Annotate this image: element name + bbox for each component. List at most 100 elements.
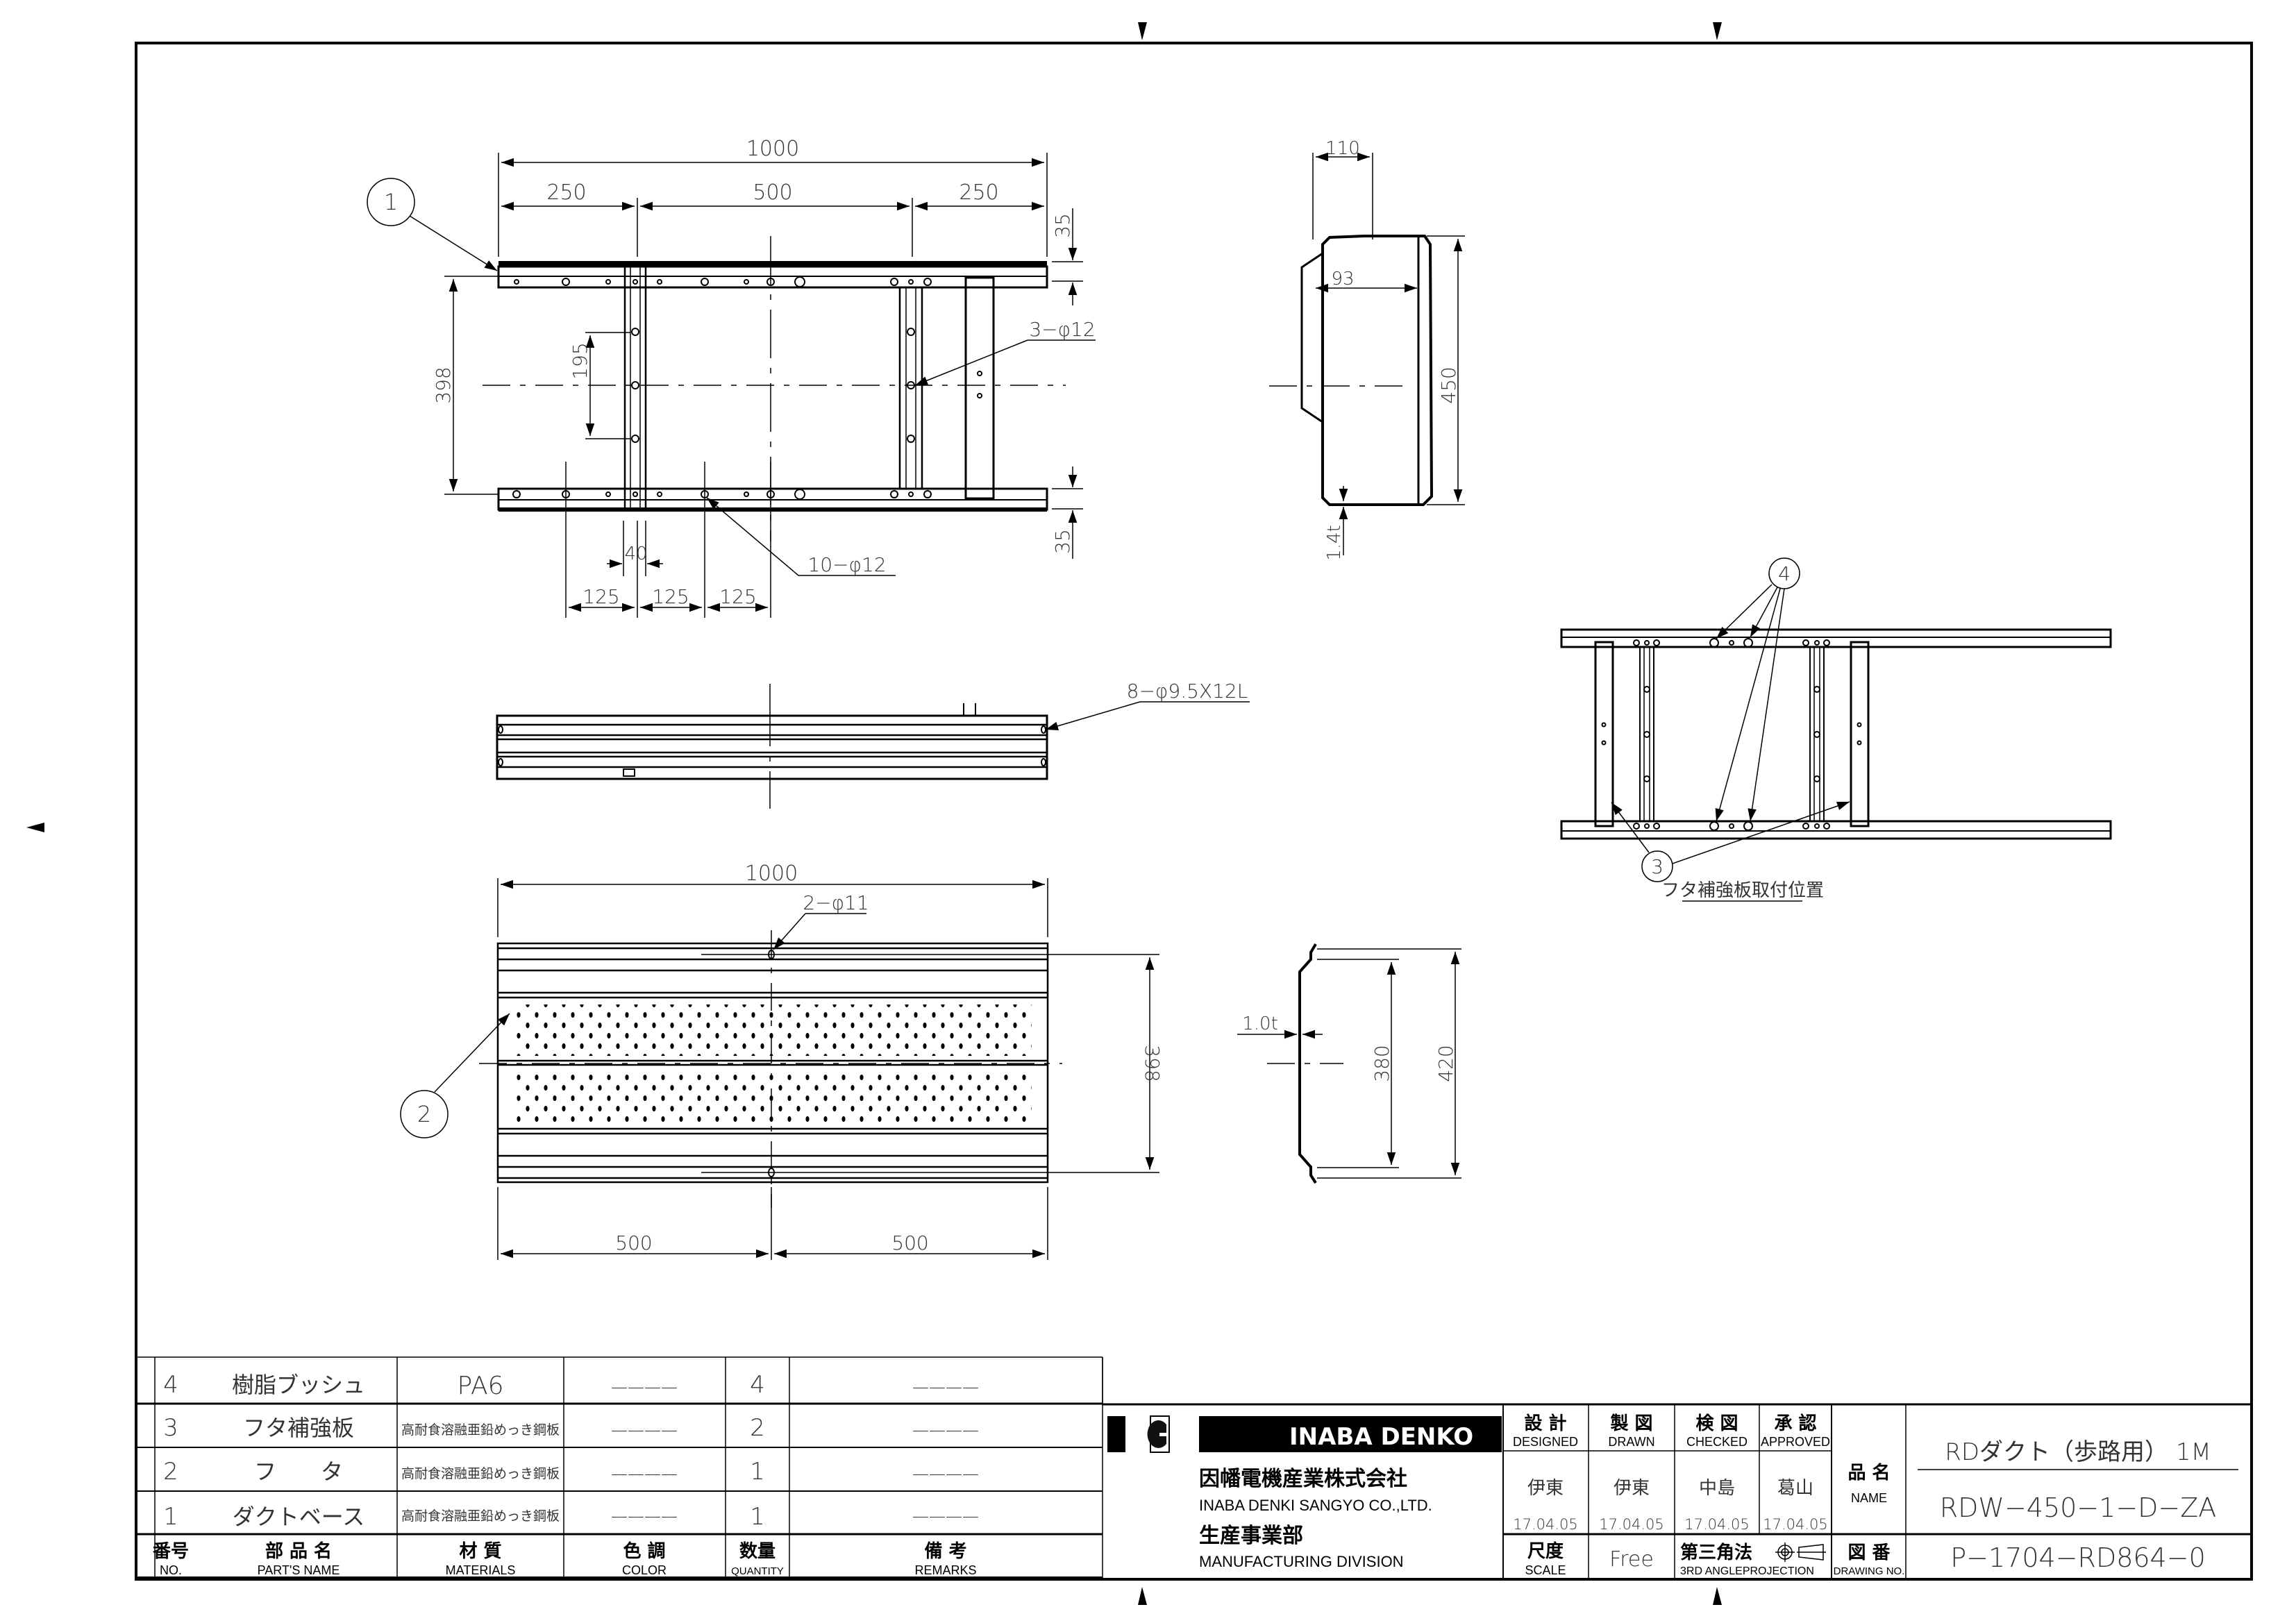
role-checked-en: CHECKED — [1686, 1435, 1748, 1449]
part-material: 高耐食溶融亜鉛めっき鋼板 — [401, 1508, 560, 1524]
header-qty-jp: 数量 — [739, 1541, 776, 1562]
role-approved-jp: 承 認 — [1774, 1413, 1816, 1434]
dim-cover-inner: 380 — [1371, 1045, 1393, 1082]
dim-overall-length: 1000 — [746, 137, 799, 161]
product-code: RDW−450−1−D−ZA — [1940, 1492, 2217, 1523]
note-cover-holes: 2−φ11 — [803, 891, 869, 914]
dim-flange-top: 35 — [1051, 213, 1074, 238]
checked-date: 17.04.05 — [1684, 1516, 1750, 1533]
reinforcement-caption: フタ補強板取付位置 — [1661, 880, 1824, 901]
logo-band-left — [1107, 1416, 1125, 1452]
part-no: 2 — [163, 1458, 178, 1486]
scale-label-jp: 尺度 — [1527, 1540, 1564, 1562]
part-no: 1 — [163, 1503, 178, 1531]
dim-cover-outer: 420 — [1434, 1045, 1457, 1082]
dim-end-height: 450 — [1437, 367, 1460, 403]
dim-pitch-3: 125 — [719, 585, 756, 608]
part-remarks: ———— — [912, 1464, 979, 1483]
header-qty-en: QUANTITY — [731, 1565, 784, 1577]
role-drawn-jp: 製 図 — [1610, 1413, 1652, 1434]
header-no-en: NO. — [160, 1563, 182, 1577]
part-color: ———— — [611, 1377, 678, 1397]
part-remarks: ———— — [912, 1506, 979, 1526]
company-name-jp: 因幡電機産業株式会社 — [1199, 1467, 1407, 1491]
approved-by: 葛山 — [1777, 1478, 1813, 1499]
part-no: 3 — [163, 1414, 178, 1442]
division-en: MANUFACTURING DIVISION — [1199, 1553, 1404, 1570]
part-qty: 2 — [750, 1414, 765, 1442]
dim-middle: 500 — [753, 180, 792, 205]
checked-by: 中島 — [1699, 1478, 1735, 1499]
balloon-2: 2 — [417, 1101, 431, 1127]
part-no: 4 — [163, 1371, 178, 1399]
part-color: ———— — [611, 1464, 678, 1483]
scale-label-en: SCALE — [1525, 1563, 1566, 1577]
projection-label-en: 3RD ANGLEPROJECTION — [1680, 1565, 1814, 1577]
header-material-en: MATERIALS — [446, 1563, 516, 1577]
header-remarks-en: REMARKS — [914, 1563, 976, 1577]
approved-date: 17.04.05 — [1763, 1516, 1828, 1533]
part-material: 高耐食溶融亜鉛めっき鋼板 — [401, 1466, 560, 1481]
plan-view: 1000 250 500 250 35 35 398 195 125 125 1… — [367, 137, 1096, 618]
scale-value: Free — [1609, 1547, 1654, 1572]
balloon-4: 4 — [1778, 562, 1791, 585]
drawn-date: 17.04.05 — [1599, 1516, 1664, 1533]
role-drawn-en: DRAWN — [1608, 1435, 1654, 1449]
product-name: RDダクト（歩路用） 1M — [1945, 1438, 2211, 1466]
dim-pitch-1: 125 — [583, 585, 619, 608]
dim-cover-height: 398 — [1141, 1045, 1164, 1082]
balloon-1: 1 — [384, 189, 398, 215]
centering-marks — [26, 22, 1722, 1605]
dim-end-inner-width: 93 — [1331, 269, 1354, 289]
note-holes-bar: 3−φ12 — [1029, 318, 1095, 341]
drawing-number: P−1704−RD864−0 — [1950, 1542, 2206, 1573]
brand-banner — [1199, 1416, 1502, 1452]
dim-cover-length: 1000 — [745, 861, 798, 886]
brand-name: INABA DENKO — [1289, 1423, 1473, 1451]
end-view: 110 93 450 1.4t — [1269, 138, 1465, 561]
dim-inner-height: 398 — [432, 367, 455, 403]
dim-bar-width: 40 — [624, 544, 647, 564]
part-color: ———— — [611, 1420, 678, 1440]
part-qty: 1 — [750, 1458, 765, 1486]
cover-view: 1000 2−φ11 398 500 500 2 — [400, 861, 1164, 1260]
dim-cover-left-half: 500 — [615, 1231, 652, 1254]
drawing-no-label-jp: 図 番 — [1847, 1542, 1891, 1563]
part-material: 高耐食溶融亜鉛めっき鋼板 — [401, 1422, 560, 1438]
dim-hole-offset: 195 — [569, 342, 592, 379]
part-qty: 1 — [750, 1503, 765, 1531]
note-holes-rail: 10−φ12 — [807, 553, 886, 576]
part-name: フタ補強板 — [243, 1415, 354, 1441]
header-no-jp: 番号 — [153, 1541, 189, 1562]
role-designed-jp: 設 計 — [1524, 1413, 1566, 1434]
header-name-en: PART'S NAME — [258, 1563, 340, 1577]
designed-date: 17.04.05 — [1513, 1516, 1578, 1533]
dim-right: 250 — [959, 180, 998, 205]
dim-end-thickness: 1.4t — [1324, 525, 1345, 561]
side-view: 8−φ9.5X12L — [496, 680, 1250, 809]
drawing-no-label-en: DRAWING NO. — [1834, 1565, 1905, 1577]
role-approved-en: APPROVED — [1761, 1435, 1830, 1449]
part-name: ダクトベース — [233, 1504, 364, 1530]
dim-cover-right-half: 500 — [891, 1231, 928, 1254]
division-jp: 生産事業部 — [1199, 1524, 1303, 1548]
name-label-jp: 品 名 — [1847, 1462, 1890, 1483]
company-logo-icon — [1147, 1420, 1166, 1448]
role-designed-en: DESIGNED — [1513, 1435, 1578, 1449]
name-label-en: NAME — [1851, 1491, 1887, 1505]
header-color-jp: 色 調 — [623, 1540, 665, 1562]
dim-end-width: 110 — [1325, 138, 1360, 159]
role-checked-jp: 検 図 — [1695, 1413, 1738, 1434]
header-remarks-jp: 備 考 — [924, 1540, 966, 1562]
drawn-by: 伊東 — [1614, 1478, 1650, 1499]
designed-by: 伊東 — [1527, 1478, 1564, 1499]
dim-flange-bottom: 35 — [1051, 529, 1074, 554]
balloon-3: 3 — [1651, 855, 1664, 878]
dim-pitch-2: 125 — [652, 585, 689, 608]
part-material: PA6 — [458, 1372, 504, 1400]
header-material-jp: 材 質 — [459, 1541, 501, 1562]
header-color-en: COLOR — [622, 1563, 667, 1577]
company-name-en: INABA DENKI SANGYO CO.,LTD. — [1199, 1497, 1432, 1514]
cover-section-view: 1.0t 380 420 — [1237, 943, 1461, 1184]
